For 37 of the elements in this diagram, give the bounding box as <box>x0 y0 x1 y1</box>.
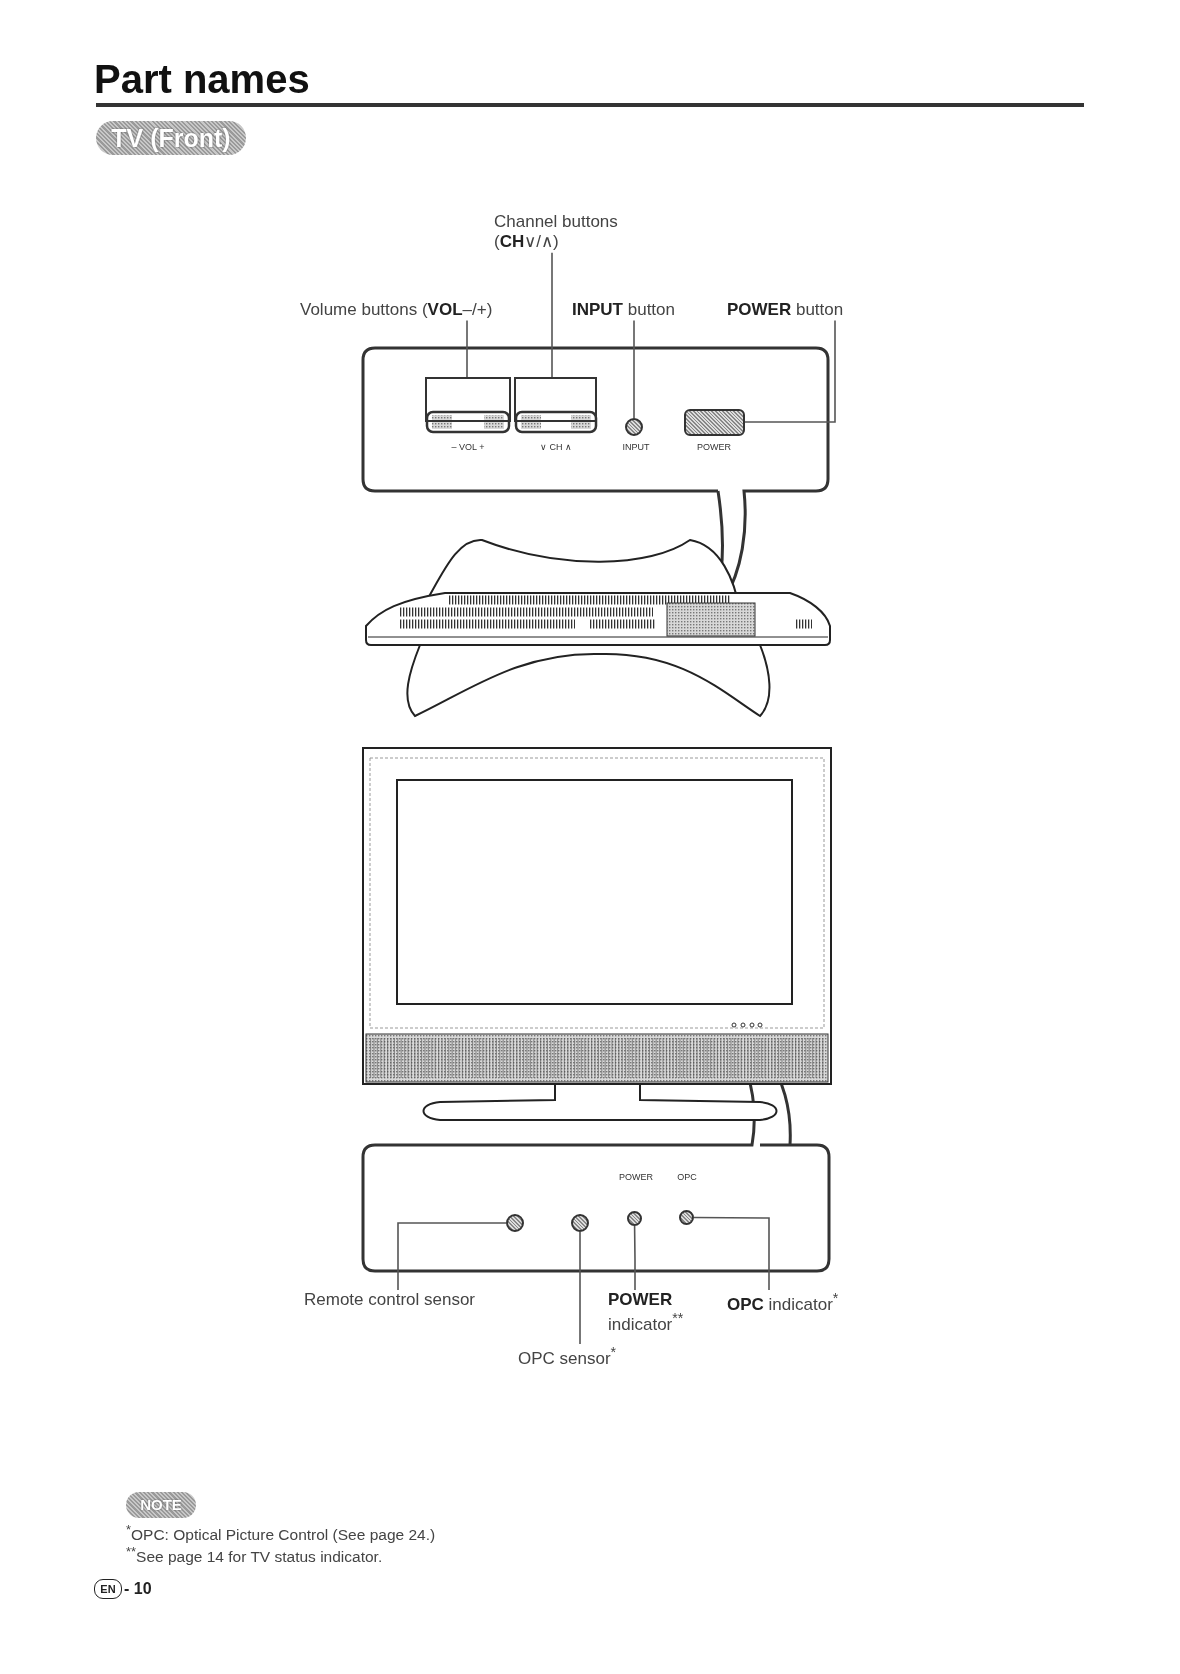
panel-label: POWER <box>696 442 732 453</box>
indicator-icon <box>679 1210 694 1225</box>
panel-label: OPC <box>676 1172 698 1183</box>
panel-label: INPUT <box>621 442 651 453</box>
leader-line <box>551 252 553 378</box>
sensor-icon <box>506 1214 524 1232</box>
language-badge: EN <box>94 1579 122 1599</box>
leader-line <box>466 319 468 378</box>
callout-label: POWER button <box>727 300 844 321</box>
panel-label: ∨ CH ∧ <box>539 442 573 453</box>
callout-label: Volume buttons (VOL–/+) <box>300 300 493 321</box>
callout-label: Channel buttons (CH∨/∧) <box>494 212 619 253</box>
section-badge: NOTE <box>126 1492 196 1518</box>
footnote: $^{*}$OPC: Optical Picture Control (See page 24.) <box>126 1522 436 1545</box>
bracket-outline <box>514 377 597 422</box>
page-number: - 10 <box>124 1579 152 1599</box>
leader-line <box>579 1231 581 1345</box>
leader-line <box>397 1222 507 1291</box>
leader-line <box>744 319 836 423</box>
callout-label: POWER indicator$^{**}$ <box>608 1290 685 1336</box>
section-badge: TV (Front) <box>96 121 246 155</box>
panel-label: POWER <box>618 1172 654 1183</box>
footnote: $^{**}$See page 14 for TV status indicator. <box>126 1544 383 1567</box>
button-icon <box>684 409 745 436</box>
callout-label: Remote control sensor <box>304 1290 476 1311</box>
page-title: Part names <box>94 56 310 103</box>
bracket-outline <box>425 377 511 422</box>
leader-line <box>633 319 635 419</box>
callout-label: OPC indicator$^{*}$ <box>727 1290 839 1316</box>
indicator-icon <box>627 1211 642 1226</box>
button-icon <box>625 418 643 436</box>
leader-line <box>693 1216 770 1291</box>
sensor-icon <box>571 1214 589 1232</box>
panel-label: – VOL + <box>450 442 486 453</box>
callout-label: INPUT button <box>572 300 675 321</box>
leader-line <box>633 1225 636 1291</box>
callout-label: OPC sensor$^{*}$ <box>518 1344 617 1370</box>
